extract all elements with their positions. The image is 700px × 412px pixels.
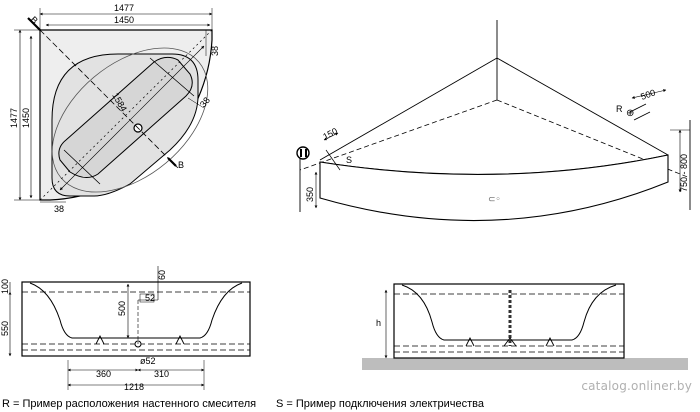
side-view-floor: [362, 358, 688, 370]
dim-install-height: 750 - 800: [679, 154, 689, 192]
svg-text:⊕: ⊕: [626, 108, 634, 119]
label-r: R: [616, 104, 623, 114]
dim-h: h: [376, 318, 381, 328]
dim-margin-bottom: 38: [54, 204, 64, 214]
dim-total-width: 1218: [124, 382, 144, 392]
dim-height-outer: 1477: [9, 108, 19, 128]
dim-drain-x2: 310: [154, 369, 169, 379]
dim-depth: 500: [117, 301, 127, 316]
dim-margin-right: 38: [198, 95, 212, 109]
dim-width-inner: 1450: [114, 15, 134, 25]
iso-bath-front: [319, 154, 669, 222]
front-view: 100 550 500 60 52 ø52 360 310 1218: [0, 266, 251, 392]
iso-view: ⊂◦ S 150 350 R ⊕ 500 750 - 800: [296, 20, 691, 222]
label-s: S: [346, 155, 352, 165]
dim-height: 550: [0, 321, 10, 336]
dim-skirt-height: 350: [305, 187, 315, 202]
front-view-basin: [29, 282, 243, 339]
svg-text:⊂◦: ⊂◦: [488, 195, 501, 205]
iso-s-outlet-icon: [296, 146, 310, 160]
dim-rim: 100: [0, 279, 10, 294]
watermark: catalog.onliner.by: [581, 379, 692, 393]
dim-drain-diameter: ø52: [140, 356, 156, 366]
dim-margin-top: 38: [210, 46, 220, 56]
dim-drain-x1: 360: [96, 369, 111, 379]
label-b-top: B: [29, 14, 40, 25]
label-b-bottom: B: [178, 160, 184, 170]
legend-r: R = Пример расположения настенного смеси…: [2, 398, 257, 410]
top-view: B B 1477 1450 1477 1450 1584 38 38 38: [9, 3, 220, 214]
legend-s: S = Пример подключения электричества: [276, 398, 484, 410]
dim-drain-offset: 52: [145, 293, 155, 303]
dim-r-offset: 500: [639, 87, 657, 102]
dim-width-outer: 1477: [114, 3, 134, 13]
dim-drain-top: 60: [157, 270, 167, 280]
side-view: h: [362, 283, 688, 370]
dim-s-offset: 150: [321, 126, 339, 142]
dim-height-inner: 1450: [21, 108, 31, 128]
